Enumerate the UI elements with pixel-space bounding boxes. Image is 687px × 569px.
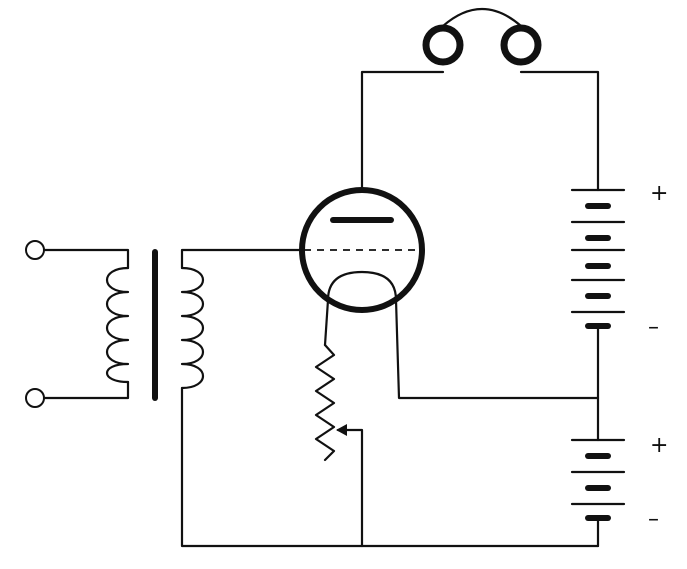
plate-wire [360, 70, 445, 192]
rheostat-wiper-arrow [336, 424, 347, 436]
headphone-return-wire [519, 70, 600, 192]
filament-right-wire [394, 298, 600, 400]
secondary-lead-top [180, 248, 306, 270]
earpiece-left [422, 24, 464, 66]
vacuum-tube [299, 187, 425, 313]
secondary-lead-bottom [180, 386, 600, 548]
rheostat-resistor [314, 343, 336, 462]
plate-battery-negative-label: – [648, 315, 659, 340]
filament-battery [570, 438, 626, 521]
input-terminal-bottom [25, 388, 45, 408]
transformer-secondary-coil [180, 266, 204, 390]
filament-left-wire [323, 298, 330, 347]
primary-lead-bottom [42, 380, 130, 400]
earpiece-right [500, 24, 542, 66]
plate-battery-positive-label: + [650, 181, 668, 206]
headband [441, 7, 523, 28]
input-terminal-top [25, 240, 45, 260]
headphones [422, 7, 542, 66]
transformer-primary-coil [106, 266, 130, 384]
plate-battery [570, 188, 626, 329]
filament-battery-positive-label: + [650, 433, 668, 458]
tube-filament [326, 270, 398, 302]
filament-battery-negative-label: – [648, 507, 659, 532]
rheostat-wiper-wire [336, 428, 364, 548]
primary-lead-top [42, 248, 130, 270]
